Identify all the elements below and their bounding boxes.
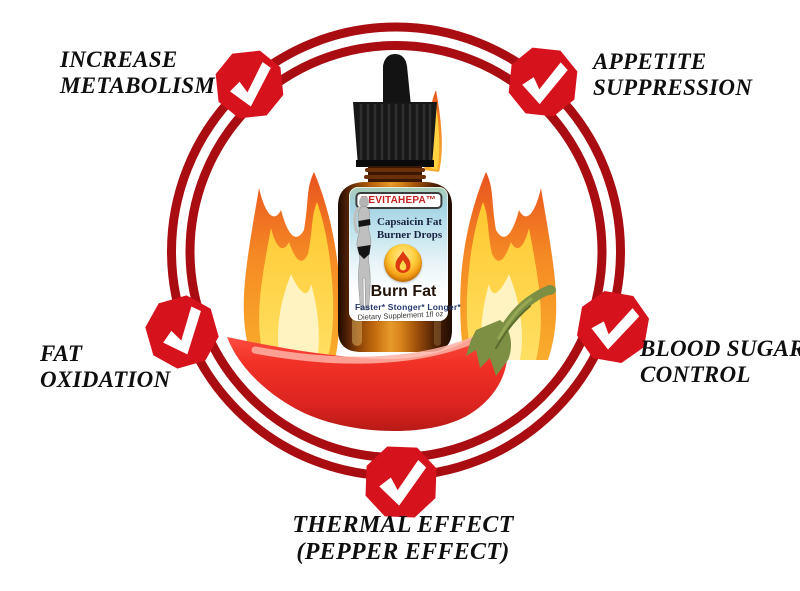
benefit-line: OXIDATION <box>40 366 171 392</box>
flame-medal-icon <box>384 244 422 282</box>
product-name-line2: Burner Drops <box>376 228 443 241</box>
check-badge-icon <box>576 290 650 364</box>
claim-text: Burn Fat <box>370 283 437 300</box>
benefit-line: BLOOD SUGAR <box>640 336 800 361</box>
benefit-line: THERMAL EFFECT <box>292 512 514 538</box>
benefit-line: FAT <box>40 341 83 366</box>
woman-silhouette-icon <box>353 196 372 311</box>
benefit-appetite-suppression: APPETITE SUPPRESSION <box>593 49 752 101</box>
product-name: Capsaicin Fat Burner Drops <box>373 216 446 242</box>
flame-icon <box>243 90 557 360</box>
benefit-line: METABOLISM <box>60 72 216 98</box>
benefit-line: (PEPPER EFFECT) <box>296 538 510 565</box>
product-name-line1: Capsaicin Fat <box>376 216 443 228</box>
benefit-line: SUPPRESSION <box>593 74 753 100</box>
check-badge-icon <box>215 50 284 119</box>
benefit-increase-metabolism: INCREASE METABOLISM <box>60 47 215 99</box>
benefit-line: CONTROL <box>640 361 751 387</box>
chili-pepper-icon <box>227 285 556 432</box>
subclaim-text: Faster* Stonger* Longer* <box>355 302 461 312</box>
check-badge-icon <box>508 47 578 117</box>
benefit-thermal-effect: THERMAL EFFECT (PEPPER EFFECT) <box>248 512 558 566</box>
check-badge-icon <box>145 295 219 369</box>
benefit-fat-oxidation: FAT OXIDATION <box>40 341 171 393</box>
brand-badge: REVITAHEPA™ <box>354 192 443 209</box>
check-badge-icon <box>365 446 437 518</box>
benefit-line: INCREASE <box>60 47 178 72</box>
benefit-line: APPETITE <box>593 49 707 74</box>
product-label: REVITAHEPA™ Capsaicin Fat Burner Drops B… <box>349 187 461 322</box>
brand-text: REVITAHEPA™ <box>360 195 437 206</box>
benefit-blood-sugar-control: BLOOD SUGAR CONTROL <box>640 336 800 388</box>
